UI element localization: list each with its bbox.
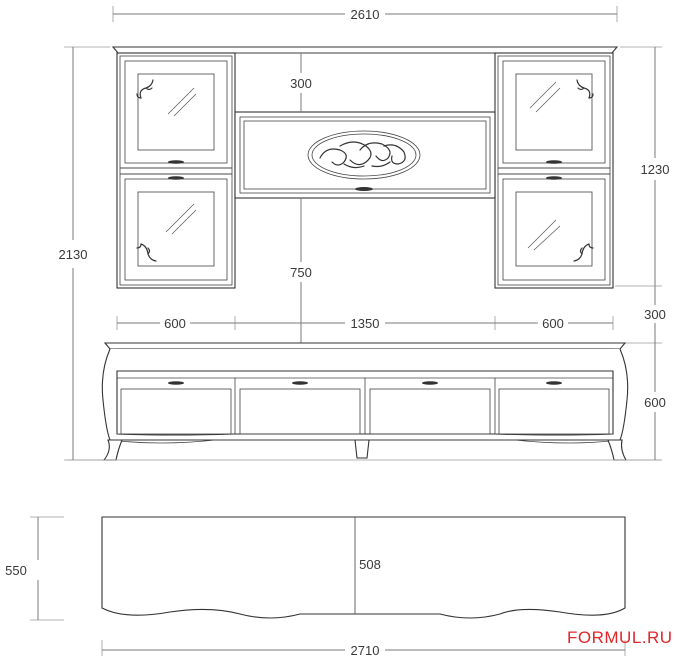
dim-label-1230: 1230 (641, 162, 670, 177)
upper-cornice (111, 46, 619, 54)
dim-label-300-top: 300 (290, 76, 312, 91)
dim-label-2710: 2710 (351, 643, 380, 658)
dim-label-2130: 2130 (59, 247, 88, 262)
leg (102, 439, 123, 461)
dimension-total-width-top: 2610 (112, 6, 618, 22)
handle-icon (546, 381, 562, 385)
handle-icon (546, 160, 562, 164)
handle-icon (355, 187, 373, 191)
dim-label-2610: 2610 (351, 7, 380, 22)
dimension-depth: 550 508 (5, 516, 381, 621)
dimension-base-width: 2710 (101, 640, 626, 658)
oval-medallion (307, 130, 421, 180)
watermark-logo: FORMUL.RU (567, 628, 673, 647)
right-wall-cabinet (494, 52, 614, 289)
center-wall-panel (234, 111, 496, 199)
plan-view (101, 516, 626, 619)
corner-ornament-icon (573, 243, 594, 262)
handle-icon (422, 381, 438, 385)
dim-label-600-left: 600 (164, 316, 186, 331)
handle-icon (168, 381, 184, 385)
scroll-ornament-icon (319, 141, 406, 169)
dim-label-550: 550 (5, 563, 27, 578)
corner-ornament-icon (576, 79, 594, 99)
base-cabinet (101, 342, 629, 461)
dim-label-1350: 1350 (351, 316, 380, 331)
dim-label-600-right: 600 (542, 316, 564, 331)
leg (607, 439, 627, 461)
corner-ornament-icon (136, 243, 157, 262)
corner-ornament-icon (136, 79, 154, 99)
dimension-right-stack: 1230 300 600 (615, 46, 670, 461)
leg (354, 439, 370, 459)
dim-label-600-base: 600 (644, 395, 666, 410)
handle-icon (292, 381, 308, 385)
dimension-module-widths: 600 1350 600 (116, 316, 614, 331)
dim-label-750: 750 (290, 265, 312, 280)
dim-label-300-side: 300 (644, 307, 666, 322)
dimension-center-vertical: 300 750 (290, 53, 312, 345)
left-wall-cabinet (116, 52, 236, 289)
dim-label-508: 508 (359, 557, 381, 572)
handle-icon (168, 160, 184, 164)
